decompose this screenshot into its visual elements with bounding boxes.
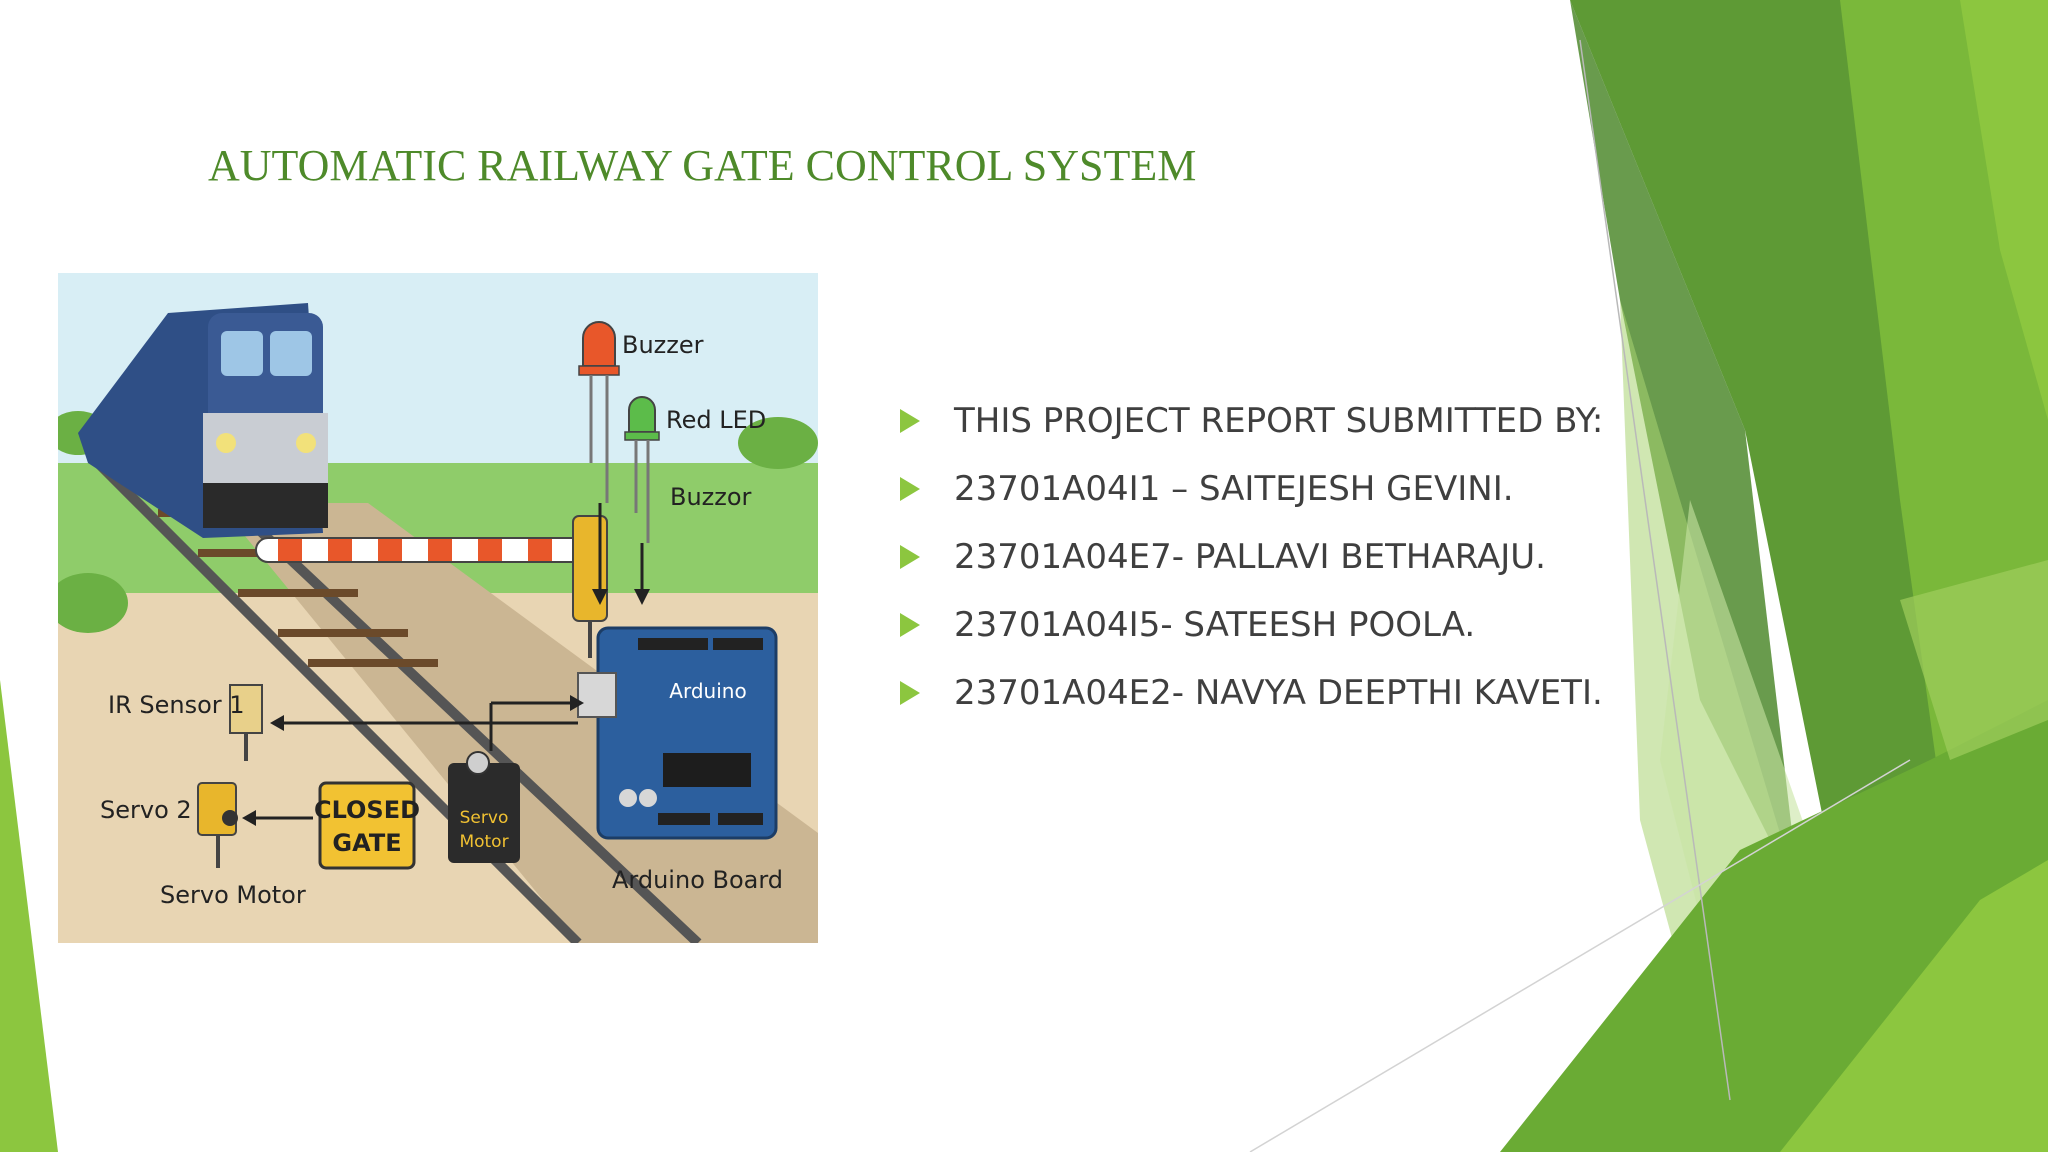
railway-gate-illustration: Buzzer Red LED Buzzor IR Sensor 1 Servo … xyxy=(58,273,818,943)
list-item-text: 23701A04E7- PALLAVI BETHARAJU. xyxy=(954,537,1546,577)
triangle-bullet-icon xyxy=(900,613,920,637)
arduino-chip-label: Arduino xyxy=(669,679,746,703)
triangle-bullet-icon xyxy=(900,545,920,569)
servo-box-line-2: Motor xyxy=(459,832,508,852)
triangle-bullet-icon xyxy=(900,409,920,433)
triangle-bullet-icon xyxy=(900,477,920,501)
buzzor-label: Buzzor xyxy=(670,483,752,511)
closed-gate-line-2: GATE xyxy=(332,829,401,857)
list-item: 23701A04E2- NAVYA DEEPTHI KAVETI. xyxy=(898,670,1658,716)
triangle-bullet-icon xyxy=(900,681,920,705)
list-item-text: THIS PROJECT REPORT SUBMITTED BY: xyxy=(954,401,1604,441)
servo-motor-label: Servo Motor xyxy=(160,881,306,909)
ir-sensor-label: IR Sensor 1 xyxy=(108,691,245,719)
arduino-board-label: Arduino Board xyxy=(612,866,783,894)
servo-box-line-1: Servo xyxy=(460,808,509,828)
servo-2-label: Servo 2 xyxy=(100,796,192,824)
closed-gate-line-1: CLOSED xyxy=(314,796,420,824)
red-led-label: Red LED xyxy=(666,406,766,434)
list-item-text: 23701A04E2- NAVYA DEEPTHI KAVETI. xyxy=(954,673,1603,713)
list-item-text: 23701A04I1 – SAITEJESH GEVINI. xyxy=(954,469,1514,509)
list-item: 23701A04E7- PALLAVI BETHARAJU. xyxy=(898,534,1658,580)
list-item: 23701A04I1 – SAITEJESH GEVINI. xyxy=(898,466,1658,512)
list-item-text: 23701A04I5- SATEESH POOLA. xyxy=(954,605,1476,645)
slide-title: AUTOMATIC RAILWAY GATE CONTROL SYSTEM xyxy=(208,141,1197,190)
list-item: 23701A04I5- SATEESH POOLA. xyxy=(898,602,1658,648)
author-list: THIS PROJECT REPORT SUBMITTED BY: 23701A… xyxy=(898,398,1658,738)
buzzer-label: Buzzer xyxy=(622,331,704,359)
list-item: THIS PROJECT REPORT SUBMITTED BY: xyxy=(898,398,1658,444)
